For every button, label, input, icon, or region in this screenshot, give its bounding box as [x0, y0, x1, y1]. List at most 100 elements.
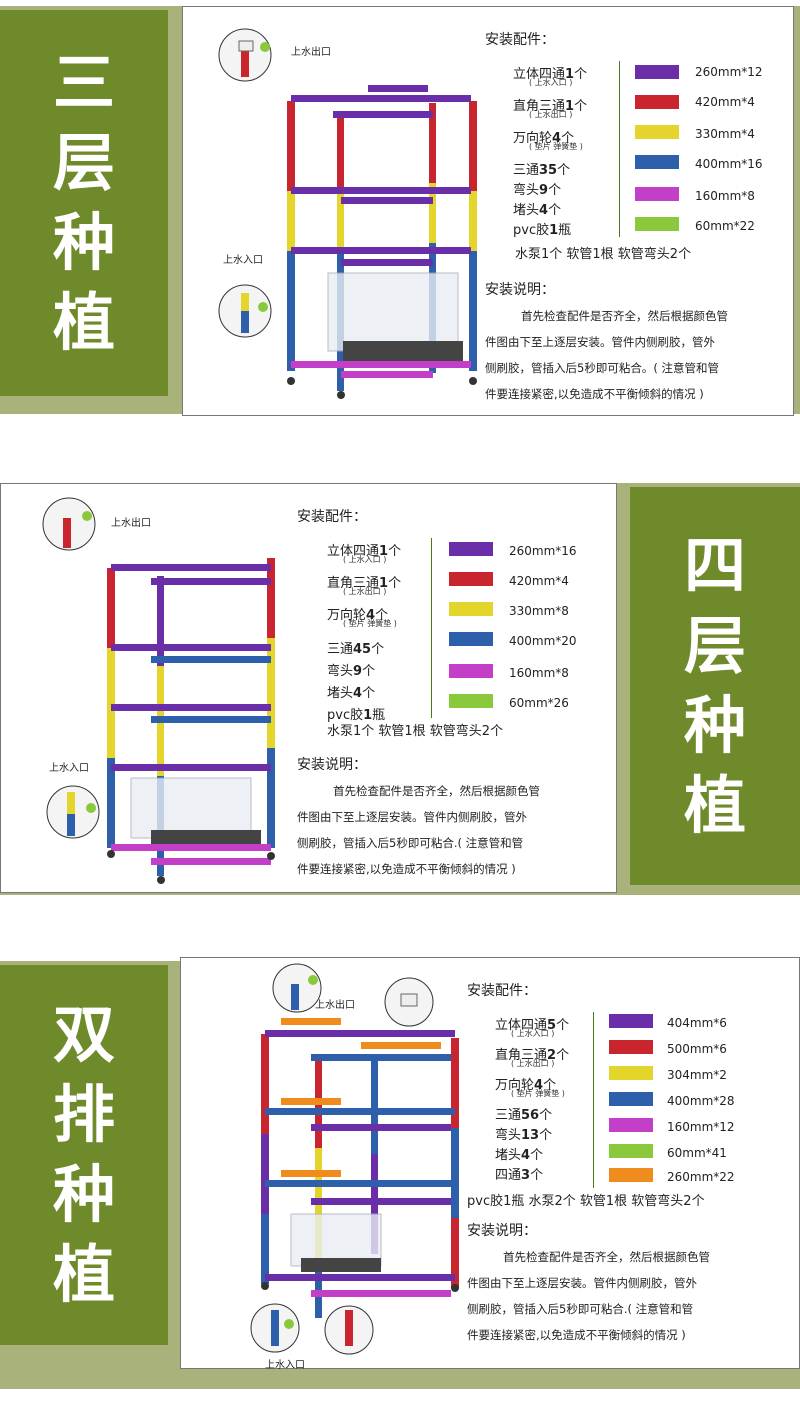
instructions-line: 侧刷胶，管插入后5秒即可粘合.( 注意管和管: [297, 836, 524, 850]
pipe-swatch: [449, 602, 493, 616]
panel-three-tier: 三 层 种 植: [0, 0, 800, 420]
pipe-swatch: [609, 1066, 653, 1080]
pipe-spec: 160mm*8: [695, 189, 755, 203]
panel-double-row: 双 排 种 植: [0, 955, 800, 1395]
part-item: 三通45个: [327, 642, 385, 657]
pipe-spec: 420mm*4: [695, 95, 755, 109]
pipe-spec: 160mm*8: [509, 666, 569, 680]
part-item: 立体四通1个( 上水入口 ): [513, 67, 588, 87]
pipe-spec: 260mm*12: [695, 65, 763, 79]
instructions-heading: 安装说明：: [485, 282, 555, 298]
part-item: 三通35个: [513, 163, 571, 178]
pipe-swatch: [449, 572, 493, 586]
part-item: 堵头4个: [513, 203, 562, 218]
pipe-swatch: [635, 217, 679, 231]
tier-label-tag: 四 层 种 植: [630, 487, 800, 885]
pipe-spec: 304mm*2: [667, 1068, 727, 1082]
instructions-line: 件要连接紧密,以免造成不平衡倾斜的情况 ): [297, 862, 516, 876]
tag-char: 双: [52, 998, 115, 1071]
pipe-spec: 330mm*8: [509, 604, 569, 618]
pipe-swatch: [609, 1014, 653, 1028]
extras-line: pvc胶1瓶 水泵2个 软管1根 软管弯头2个: [467, 1194, 705, 1209]
part-item: 直角三通1个( 上水出口 ): [513, 99, 588, 119]
pipe-swatch: [449, 694, 493, 708]
pipe-swatch: [609, 1040, 653, 1054]
parts-divider: [431, 538, 432, 718]
pipe-swatch: [635, 95, 679, 109]
pipe-swatch: [449, 664, 493, 678]
pipe-swatch: [635, 187, 679, 201]
instructions-line: 侧刷胶，管插入后5秒即可粘合.( 注意管和管: [467, 1302, 694, 1316]
instructions-heading: 安装说明：: [467, 1223, 537, 1239]
tier-label-tag: 双 排 种 植: [0, 965, 168, 1345]
inlet-callout-label: 上水入口: [265, 1360, 305, 1371]
pipe-spec: 500mm*6: [667, 1042, 727, 1056]
panel-four-tier: 四 层 种 植: [0, 475, 800, 905]
part-item: 弯头9个: [513, 183, 562, 198]
part-item: 四通3个: [495, 1168, 544, 1183]
pipe-swatch: [635, 65, 679, 79]
instructions-line: 件图由下至上逐层安装。管件内侧刷胶，管外: [467, 1276, 697, 1290]
tag-char: 四: [683, 529, 746, 602]
instructions-line: 首先检查配件是否齐全，然后根据颜色管: [333, 784, 540, 798]
pipe-spec: 260mm*16: [509, 544, 577, 558]
parts-divider: [619, 61, 620, 237]
part-item: pvc胶1瓶: [513, 223, 572, 238]
instructions-line: 件要连接紧密,以免造成不平衡倾斜的情况 ): [467, 1328, 686, 1342]
pipe-swatch: [635, 125, 679, 139]
part-item: 直角三通1个( 上水出口 ): [327, 576, 402, 596]
part-item: 万向轮4个( 垫片 弹簧垫 ): [327, 608, 397, 628]
pipe-swatch: [609, 1168, 653, 1182]
instructions-text: 首先检查配件是否齐全，然后根据颜色管 件图由下至上逐层安装。管件内侧刷胶，管外 …: [467, 1244, 787, 1348]
instructions-line: 侧刷胶，管插入后5秒即可粘合。( 注意管和管: [485, 361, 719, 375]
pipe-spec: 400mm*28: [667, 1094, 735, 1108]
pipe-swatch: [609, 1144, 653, 1158]
part-item: 万向轮4个( 垫片 弹簧垫 ): [513, 131, 583, 151]
tag-char: 植: [52, 1238, 115, 1311]
pipe-spec: 60mm*26: [509, 696, 569, 710]
info-card: 上水出口 上水入口 安装配件： 立体四通5个( 上水入口 ) 直角三通2个( 上…: [180, 957, 800, 1371]
instructions-line: 件图由下至上逐层安装。管件内侧刷胶，管外: [297, 810, 527, 824]
instructions-line: 首先检查配件是否齐全，然后根据颜色管: [521, 309, 728, 323]
tag-char: 植: [683, 769, 746, 842]
outlet-callout-label: 上水出口: [291, 47, 331, 58]
extras-line: 水泵1个 软管1根 软管弯头2个: [327, 724, 504, 739]
tag-char: 层: [52, 126, 115, 199]
pipe-swatch: [449, 632, 493, 646]
pipe-swatch: [609, 1118, 653, 1132]
rack-diagram-4-tier: [42, 497, 275, 884]
pipe-spec: 420mm*4: [509, 574, 569, 588]
rack-diagram-3-tier: [218, 28, 477, 399]
instructions-text: 首先检查配件是否齐全，然后根据颜色管 件图由下至上逐层安装。管件内侧刷胶，管外 …: [297, 778, 607, 882]
tag-char: 植: [52, 286, 115, 359]
tag-char: 种: [683, 689, 746, 762]
instructions-text: 首先检查配件是否齐全，然后根据颜色管 件图由下至上逐层安装。管件内侧刷胶，管外 …: [485, 303, 785, 407]
rack-diagram-double-row: [250, 963, 459, 1355]
parts-heading: 安装配件：: [297, 509, 367, 525]
pipe-spec: 260mm*22: [667, 1170, 735, 1184]
instructions-line: 件要连接紧密,以免造成不平衡倾斜的情况 ): [485, 387, 704, 401]
part-item: 立体四通5个( 上水入口 ): [495, 1018, 570, 1038]
info-card: 上水出口 上水入口 安装配件： 立体四通1个( 上水入口 ) 直角三通1个( 上…: [0, 483, 617, 893]
pipe-spec: 60mm*41: [667, 1146, 727, 1160]
part-item: 堵头4个: [495, 1148, 544, 1163]
tag-char: 种: [52, 206, 115, 279]
pipe-spec: 400mm*16: [695, 157, 763, 171]
pipe-swatch: [449, 542, 493, 556]
parts-divider: [593, 1012, 594, 1188]
part-item: 万向轮4个( 垫片 弹簧垫 ): [495, 1078, 565, 1098]
part-item: 立体四通1个( 上水入口 ): [327, 544, 402, 564]
pipe-swatch: [635, 155, 679, 169]
part-item: 堵头4个: [327, 686, 376, 701]
tier-label-tag: 三 层 种 植: [0, 10, 168, 396]
tag-char: 三: [52, 46, 115, 119]
pipe-spec: 330mm*4: [695, 127, 755, 141]
outlet-callout-label: 上水出口: [315, 1000, 355, 1011]
tag-char: 种: [52, 1158, 115, 1231]
outlet-callout-label: 上水出口: [111, 518, 151, 529]
pipe-spec: 400mm*20: [509, 634, 577, 648]
inlet-callout-label: 上水入口: [223, 255, 263, 266]
pipe-swatch: [609, 1092, 653, 1106]
inlet-callout-label: 上水入口: [49, 763, 89, 774]
pipe-spec: 160mm*12: [667, 1120, 735, 1134]
